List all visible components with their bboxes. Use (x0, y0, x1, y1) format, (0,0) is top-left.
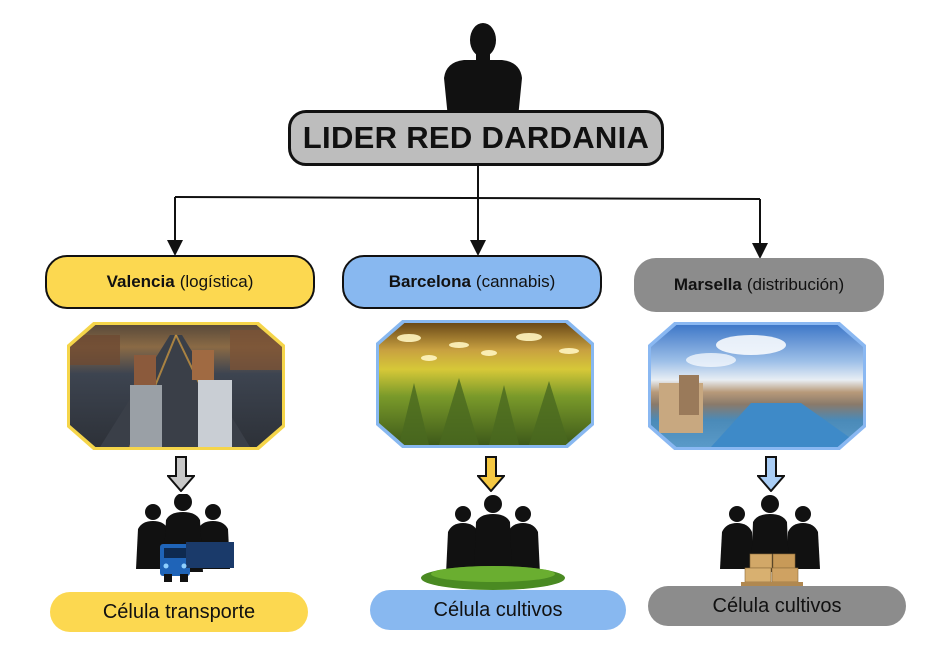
horizontal-bus-line (174, 196, 761, 200)
cannabis-grow-photo (376, 320, 594, 448)
city-role: (cannabis) (475, 272, 556, 291)
city-name: Barcelona (388, 272, 471, 291)
city-node-barcelona: Barcelona (cannabis) (342, 255, 602, 309)
down-arrow-valencia-icon (167, 456, 195, 492)
leader-title: LIDER RED DARDANIA (302, 120, 650, 155)
cell-label-text: Célula transporte (102, 600, 256, 623)
cell-label-barcelona: Célula cultivos (370, 590, 626, 630)
cell-label-text: Célula cultivos (433, 598, 563, 621)
city-name: Marsella (673, 275, 742, 294)
highway-scene (70, 330, 282, 447)
group-on-grass-icon (421, 495, 565, 590)
marseille-port-photo (648, 322, 866, 450)
group-with-truck-icon (136, 494, 234, 582)
city-name: Valencia (106, 272, 175, 291)
harbor-scene (659, 335, 863, 447)
down-arrow-marsella-icon (757, 456, 785, 492)
cell-label-marsella: Célula cultivos (648, 586, 906, 626)
cell-label-valencia: Célula transporte (50, 592, 308, 632)
down-arrow-barcelona-icon (477, 456, 505, 492)
leader-silhouette-icon (444, 23, 522, 118)
city-node-valencia: Valencia (logística) (45, 255, 315, 309)
leader-node: LIDER RED DARDANIA (288, 110, 664, 166)
city-role: (logística) (179, 272, 254, 291)
city-node-marsella: Marsella (distribución) (634, 258, 884, 312)
highway-trucks-photo (67, 322, 285, 450)
group-with-boxes-icon (720, 495, 820, 587)
city-role: (distribución) (746, 275, 845, 294)
grow-lights-scene (397, 333, 579, 445)
cell-label-text: Célula cultivos (712, 594, 842, 617)
